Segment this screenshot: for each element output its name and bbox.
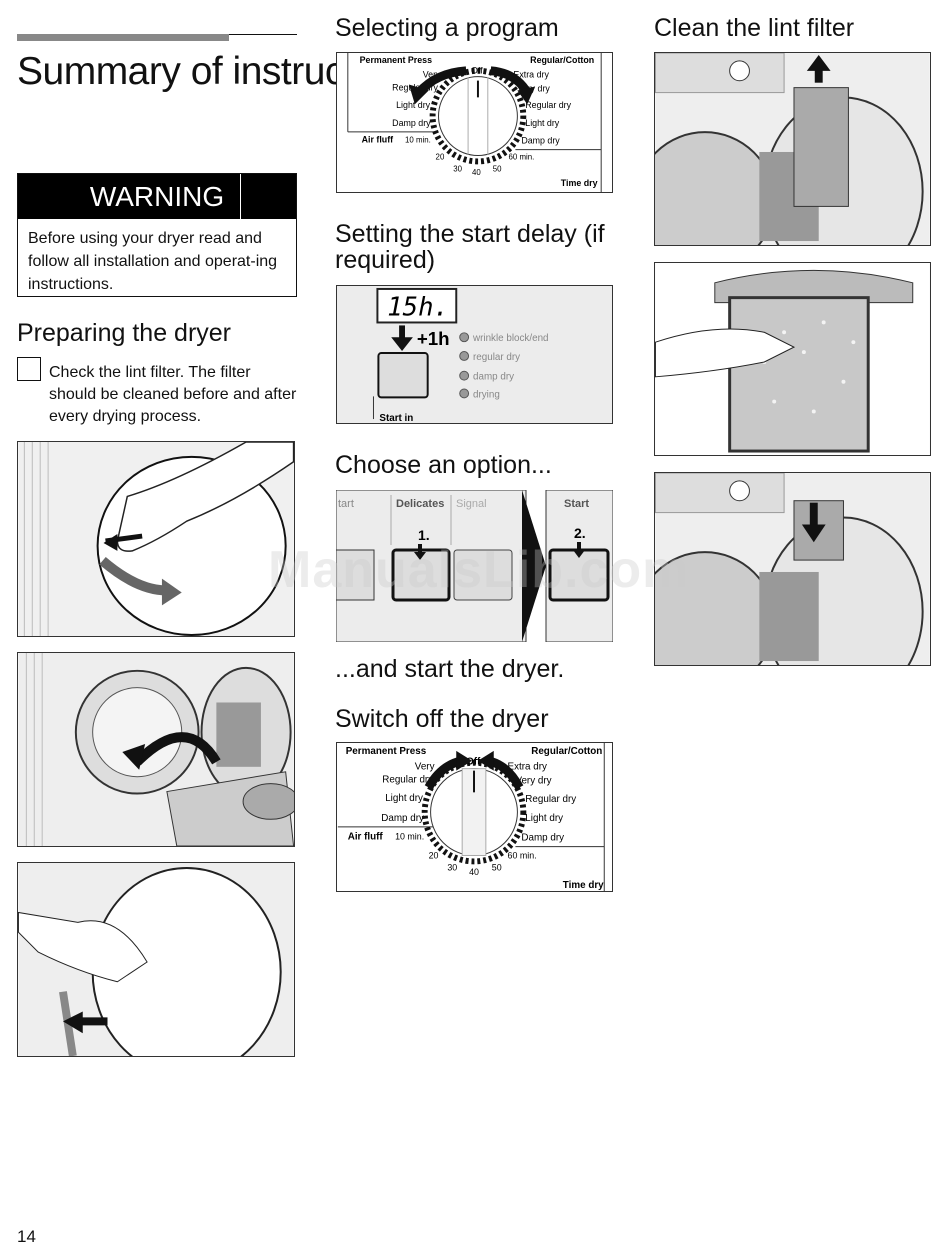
dial-extra-dry: Extra dry: [513, 70, 549, 80]
warning-text: Before using your dryer read and follow …: [28, 230, 278, 293]
program-dial-panel[interactable]: Permanent Press Regular/Cotton Very Regu…: [336, 52, 613, 193]
off-t50: 50: [492, 862, 502, 872]
option-delicates: Delicates: [396, 498, 444, 510]
start-delay-heading: Setting the start delay (if required): [335, 220, 605, 274]
warning-heading: WARNING: [18, 174, 296, 219]
warning-box: WARNING Before using your dryer read and…: [17, 173, 297, 297]
off-regular-left: Regular dry: [382, 774, 433, 785]
off-time-dry: Time dry: [563, 880, 604, 891]
off-t30: 30: [447, 862, 457, 872]
remove-lint-filter-illustration: [654, 52, 931, 246]
open-door-illustration: [17, 441, 295, 637]
signal-button[interactable]: [453, 549, 513, 601]
lint-heading: Clean the lint filter: [654, 14, 855, 42]
dial-damp-left: Damp dry: [392, 118, 431, 128]
start-button-partial[interactable]: [335, 549, 375, 601]
dial-t20: 20: [436, 152, 445, 161]
option-step2: 2.: [574, 525, 586, 541]
dial-t30: 30: [453, 164, 462, 173]
dial-off: Off: [471, 66, 483, 76]
watermark: ManualsLib.com: [268, 541, 690, 599]
option-heading: Choose an option...: [335, 451, 552, 479]
off-damp-left: Damp dry: [381, 813, 424, 824]
preparing-heading: Preparing the dryer: [17, 319, 232, 347]
load-laundry-illustration: [17, 652, 295, 847]
off-off: Off: [466, 757, 481, 768]
off-regular-cotton: Regular/Cotton: [531, 746, 602, 757]
dial-time-dry: Time dry: [561, 178, 598, 188]
indicator-wrinkle: wrinkle block/end: [472, 333, 549, 344]
preparing-step-text: Check the lint filter. The filter should…: [49, 364, 297, 425]
dial-very: Very: [423, 70, 441, 80]
off-t40: 40: [469, 867, 479, 877]
dial-light-left: Light dry: [396, 100, 431, 110]
option-panel: tart Delicates Signal Start 1. 2.: [335, 489, 614, 643]
option-start-partial: tart: [338, 498, 354, 510]
off-air-fluff: Air fluff: [348, 832, 384, 843]
dial-t40: 40: [472, 168, 481, 177]
option-signal: Signal: [456, 498, 487, 510]
dial-t10: 10 min.: [405, 136, 431, 145]
off-regular-right: Regular dry: [525, 794, 576, 805]
option-step1: 1.: [418, 527, 430, 543]
off-t60: 60 min.: [508, 850, 537, 860]
delay-button[interactable]: [377, 352, 429, 399]
start-delay-panel: 15h. +1h Start in wrinkle block/end regu…: [336, 285, 613, 424]
close-door-illustration: [17, 862, 295, 1057]
dial-permanent-press: Permanent Press: [360, 55, 432, 65]
dial-t60: 60 min.: [509, 152, 535, 161]
top-rule-bar: [17, 34, 229, 41]
off-very-dry: Very dry: [515, 775, 551, 786]
wipe-lint-filter-illustration: [654, 262, 931, 456]
off-extra-dry: Extra dry: [508, 762, 547, 773]
indicator-regular: regular dry: [473, 352, 520, 363]
off-permanent-press: Permanent Press: [346, 746, 427, 757]
delay-display: 15h.: [387, 293, 449, 323]
off-light-right: Light dry: [525, 813, 563, 824]
dial-regular-cotton: Regular/Cotton: [530, 55, 594, 65]
dial-t50: 50: [493, 164, 502, 173]
off-t20: 20: [429, 850, 439, 860]
off-t10: 10 min.: [395, 832, 424, 842]
off-light-left: Light dry: [385, 793, 423, 804]
option-start-label: Start: [564, 498, 589, 510]
step-checkbox[interactable]: [17, 357, 41, 381]
insert-lint-filter-illustration: [654, 472, 931, 666]
start-heading: ...and start the dryer.: [335, 655, 565, 683]
selecting-heading: Selecting a program: [335, 14, 559, 42]
off-very: Very: [415, 762, 435, 773]
delay-start-in: Start in: [379, 413, 413, 423]
dial-regular-right: Regular dry: [525, 100, 571, 110]
page-number: 14: [17, 1227, 36, 1246]
dial-air-fluff: Air fluff: [362, 135, 394, 145]
indicator-drying: drying: [473, 389, 500, 400]
dial-damp-right: Damp dry: [521, 136, 560, 146]
dial-light-right: Light dry: [525, 118, 560, 128]
switch-off-heading: Switch off the dryer: [335, 705, 549, 733]
off-damp-right: Damp dry: [521, 833, 564, 844]
indicator-damp: damp dry: [473, 372, 514, 383]
delay-plus: +1h: [417, 328, 450, 349]
switch-off-dial-panel[interactable]: Permanent Press Regular/Cotton Very Regu…: [336, 742, 613, 892]
